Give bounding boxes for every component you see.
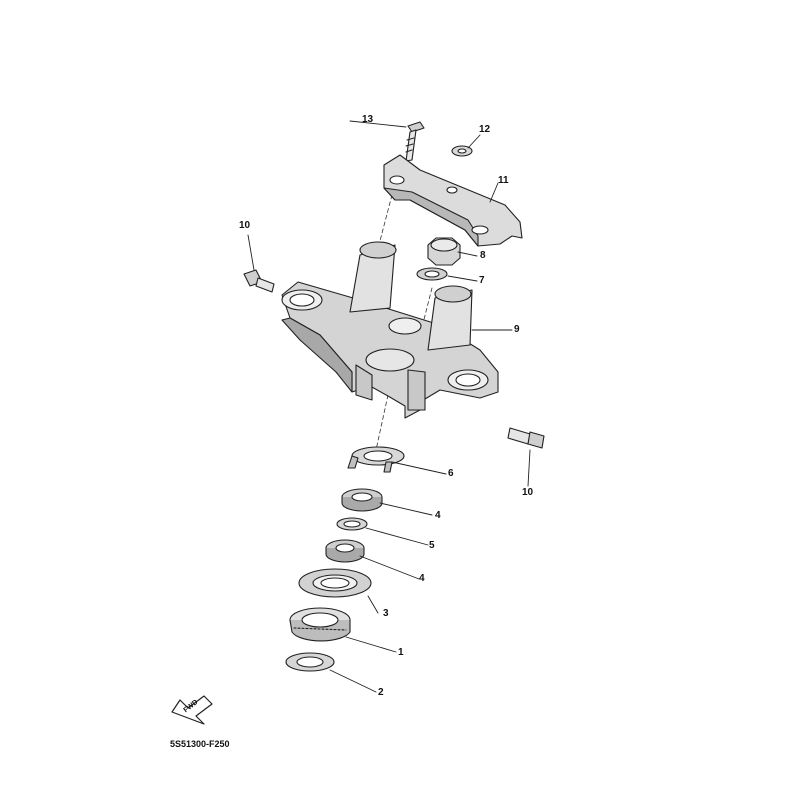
part-10-bolt-right bbox=[507, 427, 545, 449]
callout-10-left: 10 bbox=[239, 220, 251, 231]
forward-direction-arrow-icon bbox=[171, 695, 213, 725]
part-1-bearing bbox=[289, 607, 351, 642]
callout-7: 7 bbox=[479, 275, 485, 286]
callout-6: 6 bbox=[448, 468, 454, 479]
part-10-bolt-left bbox=[243, 269, 275, 293]
part-4-ring-nut-lower bbox=[325, 539, 365, 563]
part-13-bolt bbox=[405, 121, 425, 162]
callout-2: 2 bbox=[378, 687, 384, 698]
part-12-washer bbox=[451, 145, 473, 157]
leader-lines bbox=[247, 120, 531, 693]
part-7-washer bbox=[416, 267, 448, 281]
part-8-nut bbox=[427, 237, 461, 266]
callout-13: 13 bbox=[362, 114, 374, 125]
part-9-upper-triple-clamp bbox=[281, 241, 499, 419]
callout-1: 1 bbox=[398, 647, 404, 658]
part-3-dust-seal bbox=[298, 568, 372, 598]
callout-3: 3 bbox=[383, 608, 389, 619]
callout-4-upper: 4 bbox=[435, 510, 441, 521]
callout-10-right: 10 bbox=[522, 487, 534, 498]
part-4-ring-nut-upper bbox=[341, 488, 383, 512]
callout-11: 11 bbox=[498, 175, 509, 186]
callout-8-label: 8 bbox=[480, 250, 486, 261]
part-6-lock-washer bbox=[347, 446, 405, 473]
callout-9: 9 bbox=[514, 324, 520, 335]
callout-12: 12 bbox=[479, 124, 491, 135]
callout-5: 5 bbox=[429, 540, 435, 551]
callout-4-lower: 4 bbox=[419, 573, 425, 584]
part-code: 5S51300-F250 bbox=[170, 739, 230, 749]
part-11-upper-bracket bbox=[383, 154, 523, 247]
part-5-washer bbox=[336, 517, 368, 531]
part-2-lower-seal bbox=[285, 652, 335, 672]
